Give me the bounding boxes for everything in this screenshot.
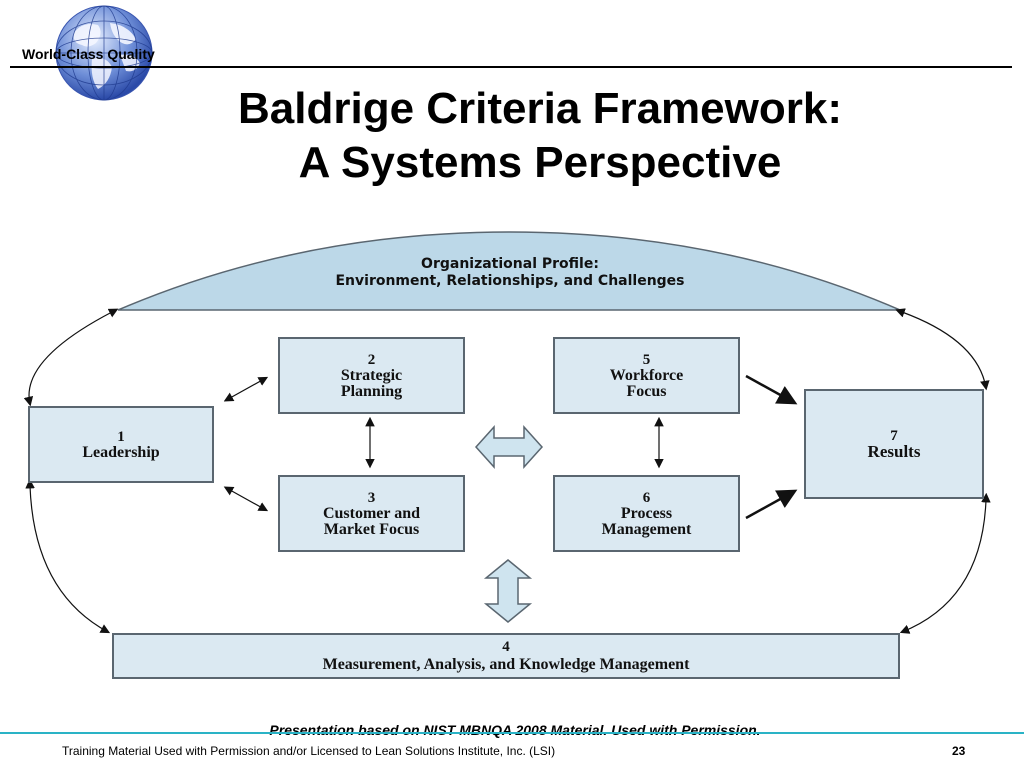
workforce-focus-box: 5 Workforce Focus xyxy=(553,337,740,414)
arrow-leadership-strategic xyxy=(223,376,269,402)
box-label: Management xyxy=(601,520,692,538)
box-label: Customer and xyxy=(322,504,421,522)
arrow-leadership-customer xyxy=(223,486,269,512)
strategic-planning-box: 2 Strategic Planning xyxy=(278,337,465,414)
leadership-box: 1 Leadership xyxy=(28,406,214,483)
globe-logo-icon xyxy=(55,5,153,101)
organizational-profile-label: Organizational Profile: Environment, Rel… xyxy=(200,256,820,290)
customer-market-focus-box: 3 Customer and Market Focus xyxy=(278,475,465,552)
box-label: Measurement, Analysis, and Knowledge Man… xyxy=(322,656,690,673)
arrow-workforce-results xyxy=(745,374,798,405)
outer-arrow-bottom-left xyxy=(25,478,111,634)
header-rule xyxy=(10,66,1012,68)
page-title: Baldrige Criteria Framework: A Systems P… xyxy=(140,82,940,190)
box-number: 5 xyxy=(642,351,651,368)
process-management-box: 6 Process Management xyxy=(553,475,740,552)
footer-credit: Training Material Used with Permission a… xyxy=(62,744,556,758)
box-number: 6 xyxy=(642,489,651,506)
block-arrow-horizontal xyxy=(474,425,544,469)
box-label: Process xyxy=(620,504,673,522)
box-label: Market Focus xyxy=(323,520,420,538)
block-arrow-vertical xyxy=(483,559,533,623)
box-label: Leadership xyxy=(82,443,160,461)
measurement-analysis-box: 4 Measurement, Analysis, and Knowledge M… xyxy=(112,633,900,679)
outer-arrow-bottom-right xyxy=(899,492,991,634)
box-number: 1 xyxy=(117,428,125,445)
box-number: 7 xyxy=(890,428,898,444)
title-line-1: Baldrige Criteria Framework: xyxy=(238,84,842,133)
organizational-profile-shape xyxy=(117,231,901,311)
box-number: 2 xyxy=(367,351,376,368)
title-line-2: A Systems Perspective xyxy=(298,138,782,187)
box-label: Planning xyxy=(340,382,403,400)
results-box: 7 Results xyxy=(804,389,984,499)
footer-note: Presentation based on NIST MBNQA 2008 Ma… xyxy=(269,722,761,738)
page-number: 23 xyxy=(952,744,966,758)
brand-label: World-Class Quality xyxy=(22,46,155,62)
box-number: 4 xyxy=(502,639,510,655)
profile-line-2: Environment, Relationships, and Challeng… xyxy=(335,273,685,289)
outer-arrow-top-right xyxy=(895,308,990,391)
footer-rule xyxy=(0,732,1024,734)
box-number: 3 xyxy=(367,489,376,506)
box-label: Workforce xyxy=(609,366,684,384)
box-label: Strategic xyxy=(340,366,403,384)
profile-line-1: Organizational Profile: xyxy=(421,256,599,272)
box-label: Focus xyxy=(626,382,667,400)
box-label: Results xyxy=(867,442,921,461)
arrow-process-results xyxy=(745,489,798,520)
outer-arrow-top-left xyxy=(23,308,119,407)
